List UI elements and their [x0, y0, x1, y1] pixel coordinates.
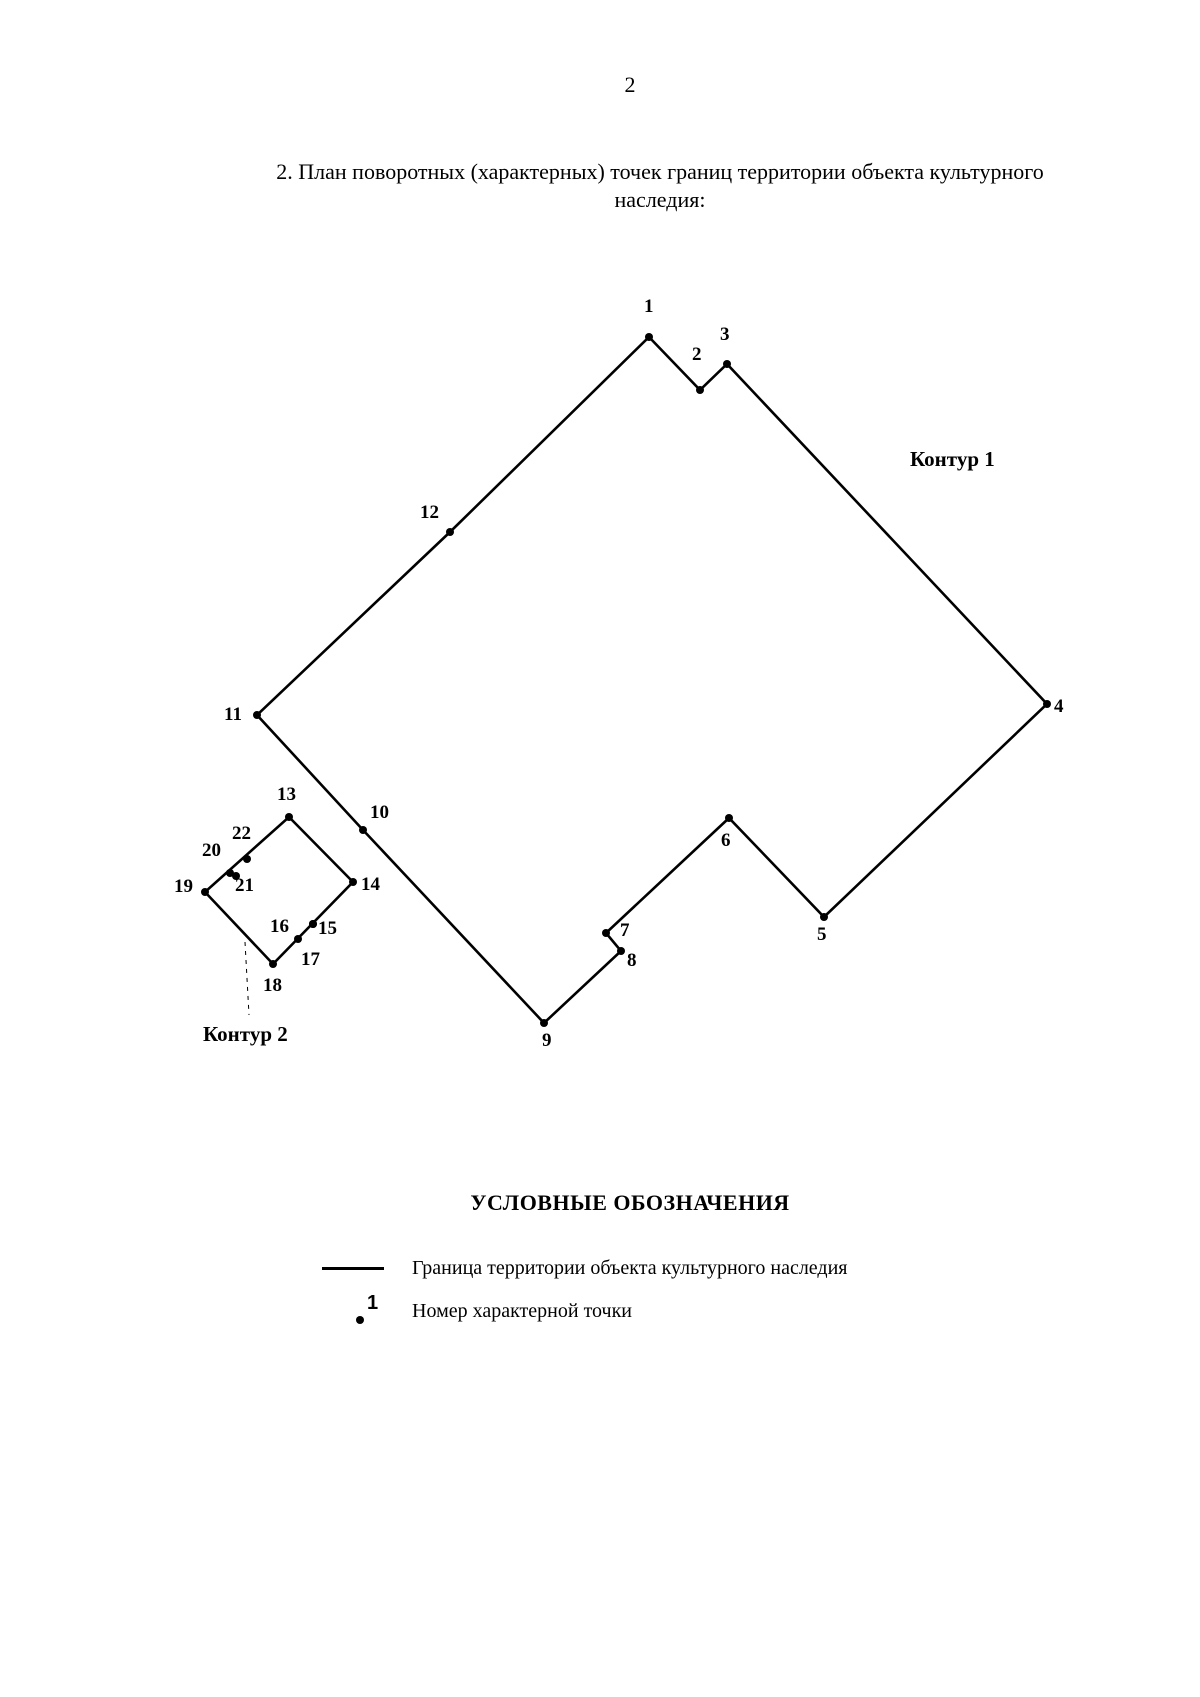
point-19-label: 19	[174, 876, 193, 897]
point-21-dot	[232, 872, 240, 880]
point-8-dot	[617, 947, 625, 955]
point-19-dot	[201, 888, 209, 896]
point-4-dot	[1043, 700, 1051, 708]
legend-boundary-line	[322, 1266, 384, 1270]
contour-1-label: Контур 1	[910, 447, 995, 471]
legend-boundary: Граница территории объекта культурного н…	[322, 1253, 848, 1283]
point-3-dot	[723, 360, 731, 368]
point-17-label: 17	[301, 949, 321, 970]
point-10-dot	[359, 826, 367, 834]
legend-point-label: Номер характерной точки	[412, 1299, 632, 1322]
point-14-label: 14	[361, 874, 381, 895]
point-17-dot	[294, 935, 302, 943]
point-16-dot	[309, 920, 317, 928]
legend-title: УСЛОВНЫЕ ОБОЗНАЧЕНИЯ	[470, 1190, 790, 1215]
plan-heading-line-1: 2. План поворотных (характерных) точек г…	[276, 159, 1044, 184]
point-6-dot	[725, 814, 733, 822]
legend-boundary-label: Граница территории объекта культурного н…	[412, 1256, 848, 1279]
point-7-dot	[602, 929, 610, 937]
point-9-dot	[540, 1019, 548, 1027]
point-10-label: 10	[370, 802, 389, 823]
contour-1-boundary-line	[255, 335, 1049, 1025]
point-12-dot	[446, 528, 454, 536]
point-1-dot	[645, 333, 653, 341]
plan-heading: 2. План поворотных (характерных) точек г…	[240, 158, 1080, 214]
point-18-label: 18	[263, 975, 282, 996]
point-15-label: 15	[318, 918, 337, 939]
contour-2-label: Контур 2	[203, 1022, 288, 1046]
contour-2: 13 14 15 16 17 18 19 20 21 22	[174, 784, 381, 996]
point-3-label: 3	[720, 324, 730, 345]
point-1-label: 1	[644, 296, 654, 317]
point-5-label: 5	[817, 924, 827, 945]
contour-2-boundary-line	[203, 815, 355, 966]
point-4-label: 4	[1054, 696, 1064, 717]
point-13-dot	[285, 813, 293, 821]
point-9-label: 9	[542, 1030, 552, 1051]
point-8-label: 8	[627, 950, 637, 971]
point-18-dot	[269, 960, 277, 968]
contour-2-leader	[244, 941, 250, 1016]
point-11-dot	[253, 711, 261, 719]
point-16-label: 16	[270, 916, 289, 937]
point-5-dot	[820, 913, 828, 921]
legend-point-symbol: 1	[322, 1292, 384, 1326]
point-22-label: 22	[232, 823, 251, 844]
plan-heading-line-2: наследия:	[614, 187, 706, 212]
point-12-label: 12	[420, 502, 439, 523]
legend-point-dot	[356, 1316, 364, 1324]
point-2-label: 2	[692, 344, 702, 365]
legend-point: 1 Номер характерной точки	[322, 1292, 632, 1326]
point-6-label: 6	[721, 830, 731, 851]
point-21-label: 21	[235, 875, 254, 896]
point-20-dot	[226, 869, 234, 877]
page-number: 2	[624, 72, 636, 97]
legend-point-number: 1	[367, 1292, 379, 1314]
point-14-dot	[349, 878, 357, 886]
point-7-label: 7	[620, 920, 630, 941]
point-22-dot	[243, 855, 251, 863]
point-20-label: 20	[202, 840, 221, 861]
point-13-label: 13	[277, 784, 296, 805]
point-11-label: 11	[224, 704, 242, 725]
point-2-dot	[696, 386, 704, 394]
